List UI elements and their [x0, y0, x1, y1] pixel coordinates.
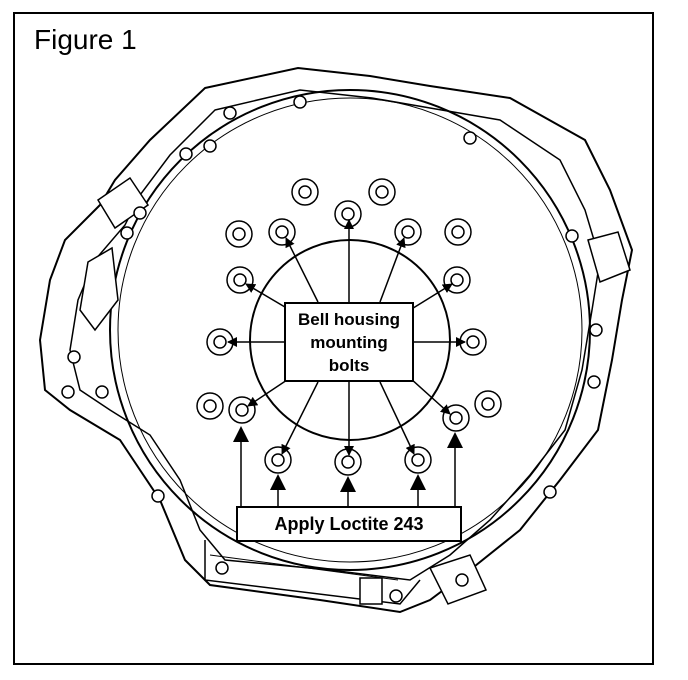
left-ear-cutout	[79, 246, 119, 332]
bolt-holes	[196, 178, 502, 476]
bottom-slot	[359, 577, 383, 605]
top-left-boss	[96, 176, 150, 230]
bell-housing-label: Bell housing mounting bolts	[298, 309, 400, 375]
center-ring	[249, 239, 451, 441]
figure-title: Figure 1	[34, 24, 137, 55]
bell-housing-arrows	[227, 219, 466, 456]
perimeter-holes	[61, 95, 603, 603]
bottom-rail-inner	[209, 554, 399, 581]
loctite-label-box: Apply Loctite 243	[236, 506, 462, 542]
figure-frame	[13, 12, 654, 665]
bell-bore-inner	[117, 97, 583, 563]
bottom-rail	[204, 540, 421, 605]
bell-housing-label-box: Bell housing mounting bolts	[284, 302, 414, 382]
loctite-arrows	[233, 426, 463, 506]
loctite-label: Apply Loctite 243	[274, 513, 424, 534]
right-boss	[587, 231, 631, 284]
